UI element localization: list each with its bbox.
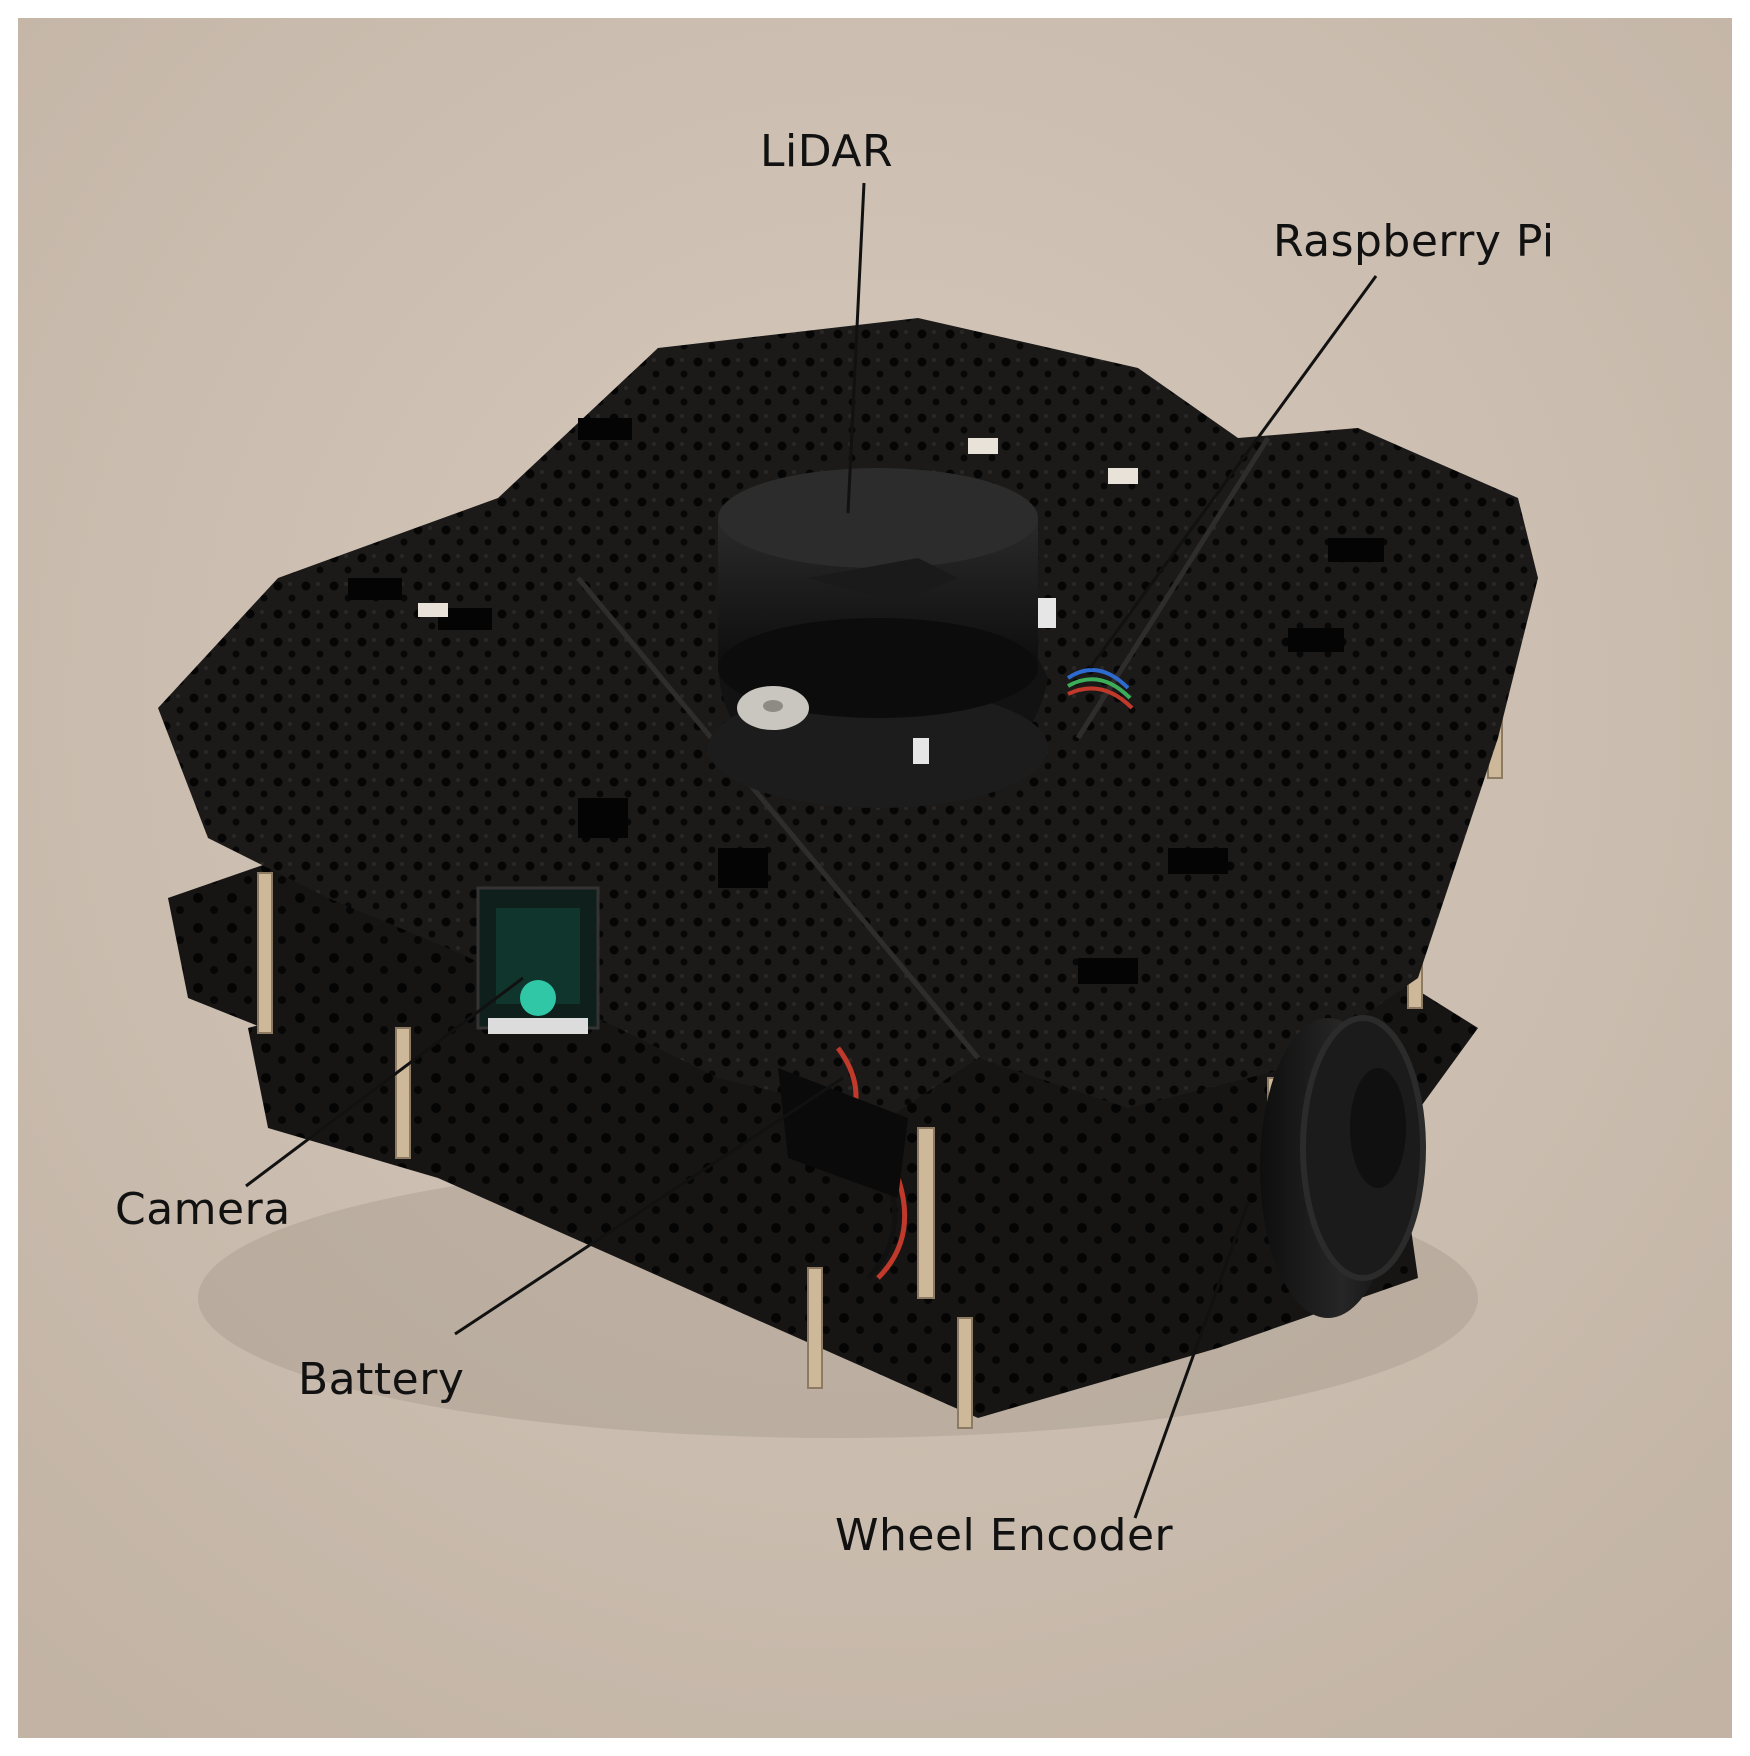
label-raspberry-pi: Raspberry Pi	[1273, 216, 1555, 267]
robot-photo	[18, 18, 1732, 1738]
wheel	[1260, 1015, 1426, 1318]
figure-frame: LiDAR Raspberry Pi Camera Battery Wheel …	[18, 18, 1732, 1738]
leader-line-lidar	[846, 182, 866, 514]
rpi-wires	[1066, 668, 1134, 710]
leader-line-wheel-encoder	[1133, 1202, 1250, 1519]
plate-seam	[1075, 436, 1271, 740]
lidar-unit	[708, 468, 1056, 808]
camera-module	[476, 886, 600, 1034]
leader-lines	[245, 182, 1378, 1519]
label-camera: Camera	[115, 1184, 291, 1235]
label-wheel-encoder: Wheel Encoder	[835, 1510, 1174, 1561]
plate-window-highlights	[418, 438, 1138, 617]
leader-line-battery	[454, 1076, 844, 1336]
leader-line-camera	[245, 976, 524, 1188]
plate-cutouts	[348, 418, 1384, 984]
leader-line-raspberry-pi	[1088, 275, 1378, 669]
plate-seam	[576, 576, 980, 1060]
label-battery: Battery	[298, 1354, 465, 1405]
label-lidar: LiDAR	[760, 126, 894, 177]
